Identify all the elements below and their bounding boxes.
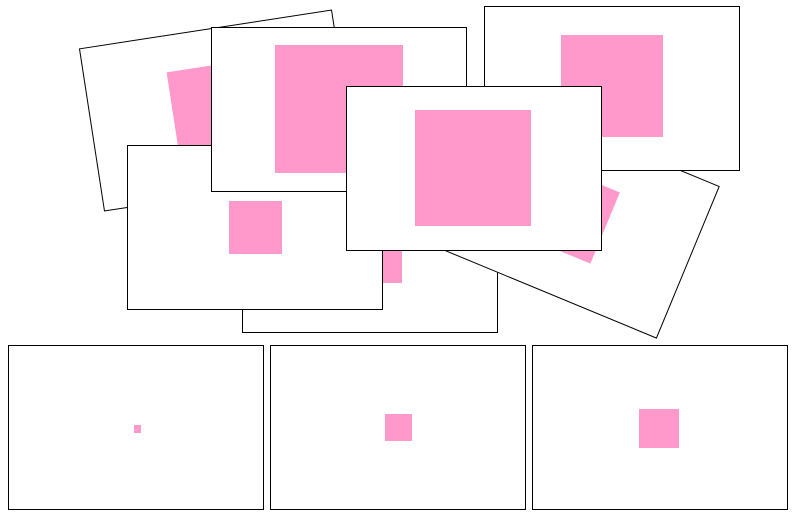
pink-square bbox=[639, 409, 679, 448]
pink-square bbox=[134, 425, 141, 433]
pink-square bbox=[385, 414, 412, 441]
pink-square bbox=[415, 110, 531, 226]
bottom-card-1 bbox=[8, 345, 264, 510]
bottom-card-3 bbox=[532, 345, 788, 510]
pink-square bbox=[229, 201, 282, 254]
bottom-card-2 bbox=[270, 345, 526, 510]
card-front-center bbox=[346, 86, 602, 251]
